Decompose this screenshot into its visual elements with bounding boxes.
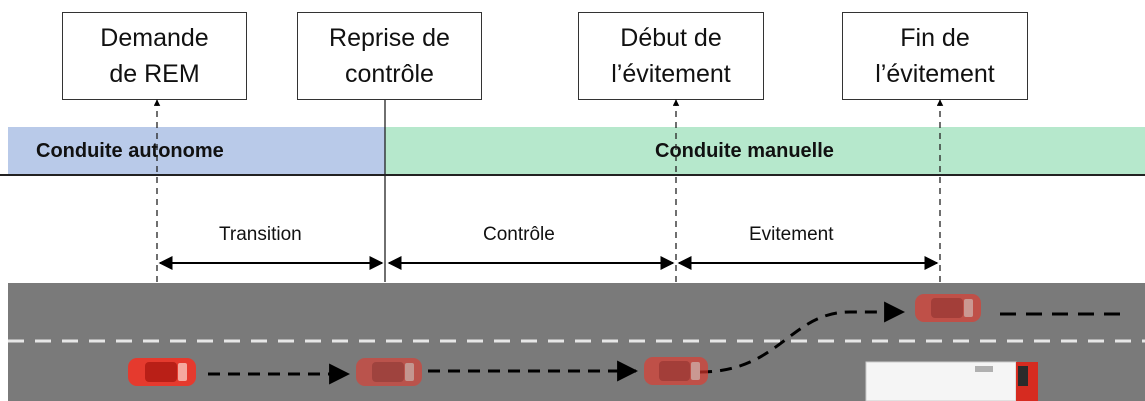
phase-label-control: Contrôle bbox=[483, 224, 555, 245]
event-box-rem-request: Demande de REM bbox=[62, 12, 247, 100]
truck-icon bbox=[865, 361, 1038, 401]
car-icon bbox=[644, 357, 708, 385]
event-box-avoidance-start: Début de l’évitement bbox=[578, 12, 764, 100]
event-label-line2: de REM bbox=[109, 60, 200, 88]
car-icon bbox=[128, 358, 196, 386]
event-box-takeover: Reprise de contrôle bbox=[297, 12, 482, 100]
event-label-line1: Début de bbox=[620, 24, 722, 52]
event-label-line2: contrôle bbox=[345, 60, 434, 88]
event-label-line1: Demande bbox=[100, 24, 209, 52]
lane-change-trajectory-arrow bbox=[699, 301, 906, 374]
autonomous-driving-band bbox=[8, 127, 385, 175]
event-box-avoidance-end: Fin de l’évitement bbox=[842, 12, 1028, 100]
autonomous-driving-label: Conduite autonome bbox=[36, 140, 224, 162]
car-icon bbox=[915, 294, 981, 322]
event-label-line2: l’évitement bbox=[611, 60, 731, 88]
event-label-line1: Reprise de bbox=[329, 24, 450, 52]
phase-label-transition: Transition bbox=[219, 224, 302, 245]
manual-driving-label: Conduite manuelle bbox=[655, 140, 834, 162]
phase-label-avoidance: Evitement bbox=[749, 224, 834, 245]
manual-driving-band bbox=[385, 127, 1145, 175]
event-label-line1: Fin de bbox=[900, 24, 970, 52]
car-icon bbox=[356, 358, 422, 386]
event-label-line2: l’évitement bbox=[875, 60, 995, 88]
